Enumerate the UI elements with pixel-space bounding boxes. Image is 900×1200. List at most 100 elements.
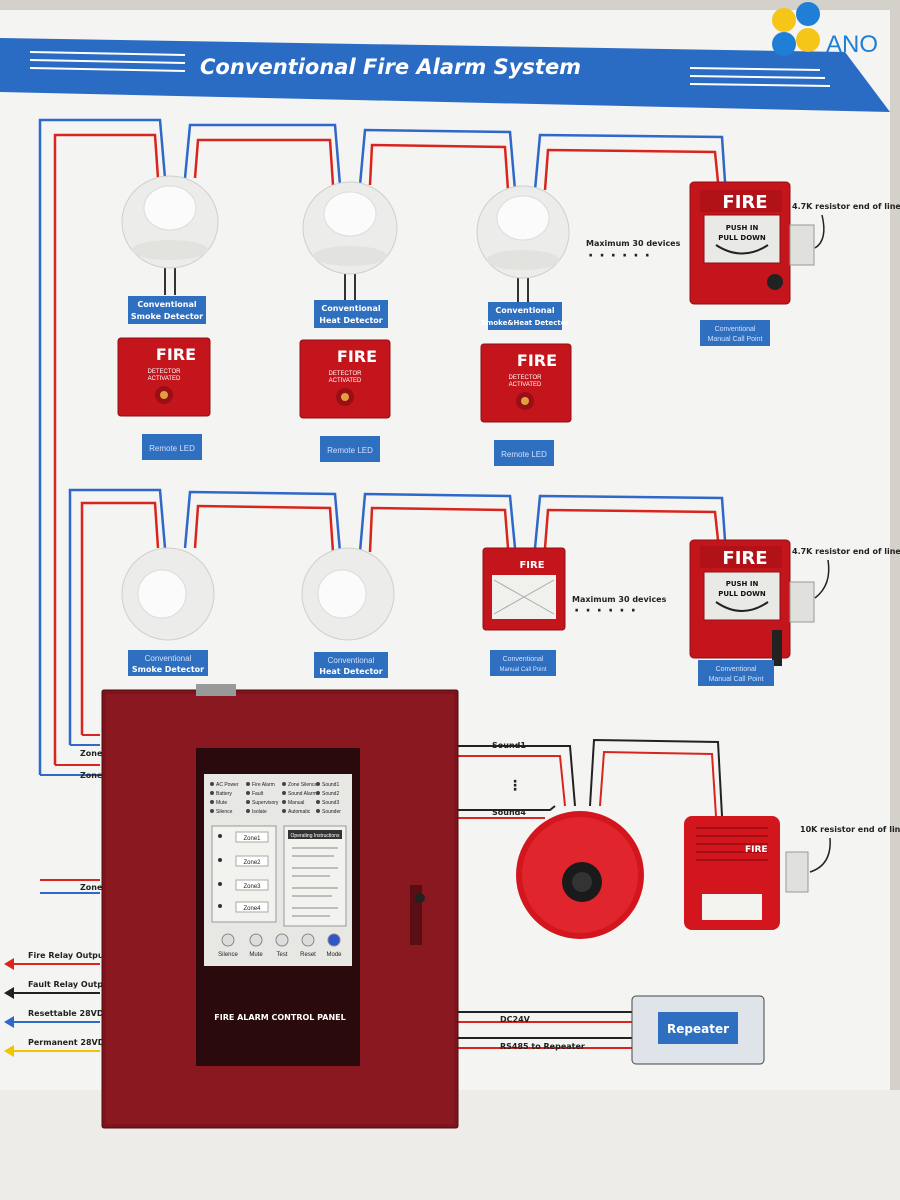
- silence-label: Silence: [218, 952, 238, 958]
- page-title: Conventional Fire Alarm System: [200, 55, 581, 79]
- mode-label: Mode: [326, 952, 342, 958]
- svg-text:Smoke Detector: Smoke Detector: [132, 665, 204, 674]
- svg-text:FIRE: FIRE: [745, 845, 768, 855]
- svg-text:Smoke Detector: Smoke Detector: [131, 312, 203, 321]
- panel-instructions: Operating Instructions: [283, 825, 347, 927]
- svg-text:ACTIVATED: ACTIVATED: [148, 376, 181, 382]
- test-label: Test: [276, 952, 287, 958]
- status-led: [316, 800, 320, 804]
- status-led: [282, 800, 286, 804]
- svg-text:PUSH IN: PUSH IN: [726, 580, 759, 588]
- mute-label: Mute: [249, 952, 263, 958]
- resettable-label: Resettable 28VDC: [28, 1009, 109, 1018]
- status-led: [246, 800, 250, 804]
- svg-text:PULL DOWN: PULL DOWN: [718, 234, 766, 242]
- svg-text:FIRE: FIRE: [156, 345, 196, 364]
- remote-led-3: FIRE DETECTOR ACTIVATED Remote LED: [480, 343, 572, 466]
- svg-text:ACTIVATED: ACTIVATED: [329, 378, 362, 384]
- row2-resistor-leader: [814, 559, 830, 599]
- zone-label-1: Zone: [80, 749, 103, 758]
- status-led-label: Sound3: [322, 800, 339, 806]
- row2-resistor-label: 4.7K resistor end of line: [792, 547, 900, 556]
- row1-resistor-label: 4.7K resistor end of line: [792, 202, 900, 211]
- row2-dots: ······: [574, 603, 642, 619]
- svg-text:Repeater: Repeater: [667, 1022, 729, 1036]
- svg-text:Operating Instructions: Operating Instructions: [291, 833, 340, 839]
- strobe-resistor-label: 10K resistor end of line: [800, 825, 900, 834]
- row1-tag-2: Conventional Heat Detector: [314, 300, 388, 328]
- dc24v-label: DC24V: [500, 1015, 531, 1024]
- status-led: [210, 791, 214, 795]
- svg-text:Conventional: Conventional: [145, 654, 192, 663]
- panel-zone-3: Zone3: [243, 884, 261, 890]
- row1-tag-1: Conventional Smoke Detector: [128, 296, 206, 324]
- svg-text:FIRE: FIRE: [519, 560, 544, 571]
- panel-zone-1: Zone1: [243, 836, 261, 842]
- alarm-bell: [516, 811, 644, 939]
- row1-detector-3: [476, 185, 570, 302]
- title-banner: [0, 38, 890, 112]
- svg-text:Remote LED: Remote LED: [149, 444, 195, 453]
- row1-resistor-leader: [814, 214, 825, 249]
- test-button[interactable]: [275, 933, 289, 947]
- fire-alarm-control-panel: FIRE ALARM CONTROL PANEL: [101, 684, 459, 1129]
- reset-label: Reset: [300, 952, 316, 958]
- svg-text:Heat Detector: Heat Detector: [319, 667, 383, 676]
- status-led-label: Automatic: [288, 809, 311, 815]
- rs485-label: RS485 to Repeater: [500, 1042, 585, 1051]
- row1-max-devices: Maximum 30 devices: [586, 239, 681, 248]
- status-led-label: Supervisory: [252, 800, 279, 806]
- remote-led-2: FIRE DETECTOR ACTIVATED Remote LED: [299, 339, 391, 462]
- status-led-label: Sound1: [322, 782, 339, 788]
- row2-manual-call-point: FIRE PUSH IN PULL DOWN Conventional Manu…: [689, 539, 815, 686]
- status-led: [282, 791, 286, 795]
- row1-tag-3: Conventional Smoke&Heat Detector: [481, 302, 570, 330]
- strobe-resistor: [785, 851, 809, 893]
- panel-zone-4: Zone4: [243, 906, 261, 912]
- status-led-label: Sound Alarm: [288, 791, 317, 797]
- panel-buttons: Silence Mute Test Reset Mode: [218, 933, 342, 958]
- svg-text:DETECTOR: DETECTOR: [148, 369, 182, 375]
- svg-text:Remote LED: Remote LED: [501, 450, 547, 459]
- status-led-label: Mute: [216, 800, 227, 806]
- sound1-label: Sound1: [492, 741, 526, 750]
- status-led-label: Battery: [216, 791, 232, 797]
- status-led: [282, 809, 286, 813]
- status-led-label: Zone Silence: [288, 782, 317, 788]
- permanent-label: Permanent 28VDC: [28, 1038, 110, 1047]
- svg-text:Conventional: Conventional: [716, 666, 757, 673]
- status-led: [316, 809, 320, 813]
- status-led-label: Manual: [288, 800, 304, 806]
- status-led-label: Silence: [216, 809, 233, 815]
- svg-text:Heat Detector: Heat Detector: [319, 316, 383, 325]
- svg-text:Conventional: Conventional: [328, 656, 375, 665]
- mute-button[interactable]: [249, 933, 263, 947]
- row2-wiring: [68, 488, 727, 745]
- status-led-label: Fire Alarm: [252, 782, 275, 788]
- mode-button[interactable]: [327, 933, 341, 947]
- logo-text: ANO: [826, 31, 878, 58]
- zone-wires: [40, 734, 100, 894]
- status-led: [210, 782, 214, 786]
- svg-text:Smoke&Heat Detector: Smoke&Heat Detector: [481, 319, 570, 327]
- status-led: [246, 782, 250, 786]
- status-led: [210, 800, 214, 804]
- svg-text:Manual Call Point: Manual Call Point: [709, 676, 764, 683]
- status-led: [246, 809, 250, 813]
- sound-dots: ⋮: [508, 778, 522, 794]
- row1-detector-2: [302, 181, 398, 300]
- sound4-label: Sound4: [492, 808, 526, 817]
- svg-text:Conventional: Conventional: [137, 300, 197, 309]
- status-led: [316, 791, 320, 795]
- status-led-label: Sound2: [322, 791, 339, 797]
- row2-break-glass-call-point: FIRE Conventional Manual Call Point: [482, 547, 566, 676]
- remote-led-1: FIRE DETECTOR ACTIVATED Remote LED: [117, 337, 211, 460]
- status-led-label: Isolate: [252, 809, 267, 815]
- svg-text:Manual Call Point: Manual Call Point: [708, 336, 763, 343]
- silence-button[interactable]: [221, 933, 235, 947]
- sound-wiring: [456, 738, 723, 819]
- status-led: [282, 782, 286, 786]
- reset-button[interactable]: [301, 933, 315, 947]
- svg-text:PULL DOWN: PULL DOWN: [718, 590, 766, 598]
